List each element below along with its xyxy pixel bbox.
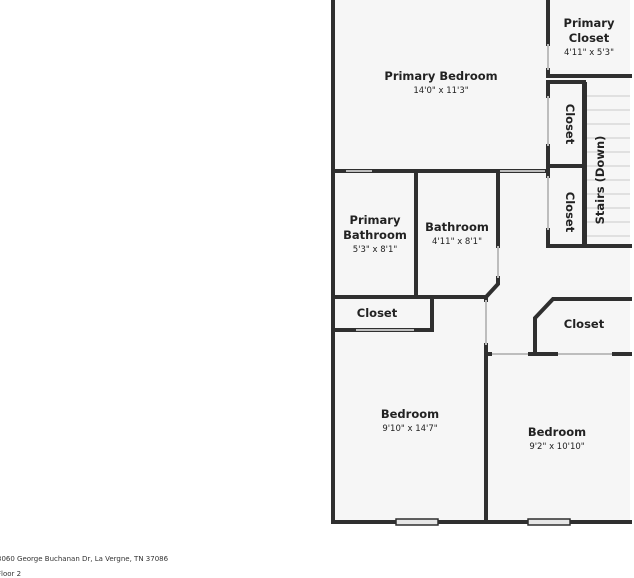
label-closet-right: Closet (564, 317, 605, 331)
dims-bedroom-left: 9'10" x 14'7" (382, 424, 437, 434)
label-bathroom: Bathroom (425, 220, 489, 234)
walls (331, 0, 632, 524)
floor-label: Floor 2 (0, 570, 22, 578)
label-bedroom-left: Bedroom (381, 407, 439, 421)
floor-area (333, 0, 630, 522)
stair-treads (586, 95, 630, 237)
label-stairs: Stairs (Down) (593, 136, 607, 225)
label-closet-lower: Closet (563, 192, 577, 233)
dims-bathroom: 4'11" x 8'1" (432, 237, 482, 247)
window-right (527, 518, 571, 526)
label-bedroom-right: Bedroom (528, 425, 586, 439)
label-primary-bedroom: Primary Bedroom (384, 69, 497, 83)
label-primary-closet-2: Closet (569, 31, 610, 45)
label-primary-bathroom-1: Primary (350, 213, 401, 227)
windows (395, 518, 571, 526)
dims-primary-bedroom: 14'0" x 11'3" (413, 86, 468, 96)
label-closet-upper: Closet (563, 104, 577, 145)
label-closet-left: Closet (357, 306, 398, 320)
address-text: 3060 George Buchanan Dr, La Vergne, TN 3… (0, 555, 169, 563)
label-primary-bathroom-2: Bathroom (343, 228, 407, 242)
door-openings (346, 44, 612, 355)
dims-bedroom-right: 9'2" x 10'10" (529, 442, 584, 452)
window-left (395, 518, 439, 526)
label-primary-closet-1: Primary (564, 16, 615, 30)
dims-primary-closet: 4'11" x 5'3" (564, 48, 614, 58)
dims-primary-bathroom: 5'3" x 8'1" (353, 245, 398, 255)
